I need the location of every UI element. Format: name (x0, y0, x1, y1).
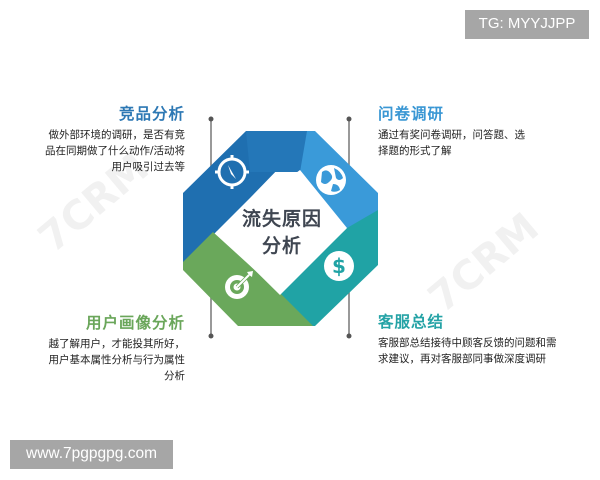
section-description: 通过有奖问卷调研，问答题、选 择题的形式了解 (378, 127, 578, 159)
description-line: 用户吸引过去等 (111, 161, 186, 173)
top-right-badge: TG: MYYJJPP (465, 10, 589, 39)
description-line: 通过有奖问卷调研，问答题、选 (378, 129, 525, 141)
section-title: 用户画像分析 (85, 314, 185, 332)
section-persona: 用户画像分析 越了解用户，才能投其所好， 用户基本属性分析与行为属性 分析 (20, 313, 186, 384)
center-title: 流失原因 分析 (222, 206, 342, 260)
description-line: 求建议，再对客服部同事做深度调研 (378, 353, 546, 365)
compass-icon (215, 155, 249, 189)
description-line: 分析 (164, 370, 185, 382)
description-line: 用户基本属性分析与行为属性 (48, 354, 186, 366)
section-competitor: 竞品分析 做外部环境的调研，是否有竞 品在同期做了什么动作/活动将 用户吸引过去… (20, 104, 185, 175)
globe-icon (316, 165, 346, 195)
section-service: 客服总结 客服部总结接待中顾客反馈的问题和需 求建议，再对客服部同事做深度调研 (378, 312, 590, 367)
section-title: 竞品分析 (118, 105, 185, 123)
section-title: 问卷调研 (378, 105, 445, 123)
target-icon (225, 271, 253, 299)
description-line: 客服部总结接待中顾客反馈的问题和需 (378, 337, 557, 349)
bottom-left-badge: www.7pgpgpg.com (10, 440, 173, 469)
center-diamond (216, 170, 347, 295)
center-title-line1: 流失原因 (241, 208, 322, 230)
description-line: 做外部环境的调研，是否有竞 (48, 129, 186, 141)
section-description: 越了解用户，才能投其所好， 用户基本属性分析与行为属性 分析 (20, 336, 186, 384)
description-line: 择题的形式了解 (378, 145, 452, 157)
section-title: 客服总结 (378, 313, 445, 331)
section-description: 客服部总结接待中顾客反馈的问题和需 求建议，再对客服部同事做深度调研 (378, 335, 590, 367)
segment-persona (183, 232, 313, 326)
center-title-line2: 分析 (261, 235, 302, 257)
dollar-icon: $ (324, 251, 354, 281)
section-description: 做外部环境的调研，是否有竞 品在同期做了什么动作/活动将 用户吸引过去等 (20, 127, 185, 175)
description-line: 越了解用户，才能投其所好， (48, 338, 186, 350)
svg-text:$: $ (332, 254, 346, 278)
section-survey: 问卷调研 通过有奖问卷调研，问答题、选 择题的形式了解 (378, 104, 578, 159)
description-line: 品在同期做了什么动作/活动将 (44, 145, 185, 157)
